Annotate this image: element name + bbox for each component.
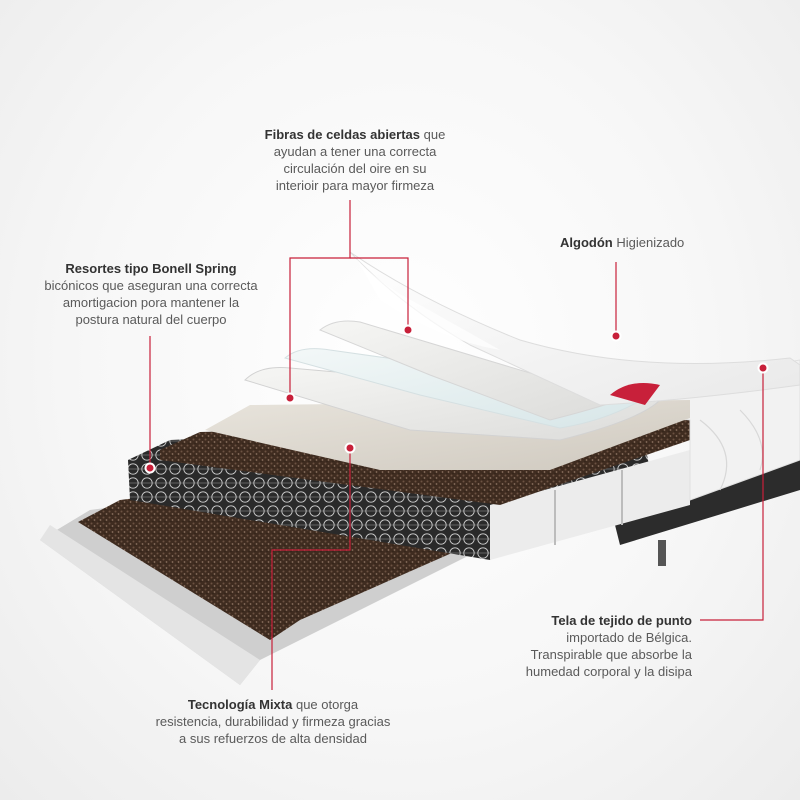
tela-line3: Transpirable que absorbe la [530, 647, 692, 662]
resortes-line2: bicónicos que aseguran una correcta [44, 278, 258, 293]
resortes-line3: amortigacion pora mantener la [62, 295, 240, 310]
fibras-line3: circulación del oire en su [283, 161, 427, 176]
algodon-title: Algodón [560, 235, 613, 250]
tecnologia-line3: a sus refuerzos de alta densidad [179, 731, 367, 746]
fibras-line1: que [423, 127, 446, 142]
tecnologia-line1: que otorga [295, 697, 359, 712]
resortes-label: Resortes tipo Bonell Spring bicónicos qu… [22, 260, 280, 328]
callout-lines [149, 200, 764, 690]
resortes-dot [144, 462, 156, 474]
top-quilted-cover [349, 251, 800, 406]
fibras-dot-2 [402, 324, 414, 336]
tela-line4: humedad corporal y la disipa [525, 664, 692, 679]
fibras-title: Fibras de celdas abiertas [264, 127, 421, 142]
tecnologia-label: Tecnología Mixta que otorga resistencia,… [140, 696, 406, 747]
tecnologia-title: Tecnología Mixta [187, 697, 293, 712]
fibras-line4: interioir para mayor firmeza [275, 178, 435, 193]
tecnologia-line2: resistencia, durabilidad y firmeza graci… [155, 714, 391, 729]
resortes-line4: postura natural del cuerpo [75, 312, 227, 327]
tela-title: Tela de tejido de punto [551, 613, 692, 628]
resortes-title: Resortes tipo Bonell Spring [65, 261, 237, 276]
algodon-rest: Higienizado [616, 235, 685, 250]
algodon-dot [610, 330, 622, 342]
tecnologia-callout-line [271, 448, 351, 690]
tela-label: Tela de tejido de punto importado de Bél… [500, 612, 692, 680]
fibras-line2: ayudan a tener una correcta [273, 144, 437, 159]
tecnologia-dot [344, 442, 356, 454]
tela-line2: importado de Bélgica. [566, 630, 692, 645]
tela-callout-line [700, 368, 764, 621]
fibras-callout-line [289, 200, 351, 398]
fibras-label: Fibras de celdas abiertas que ayudan a t… [240, 126, 470, 194]
algodon-label: Algodón Higienizado [560, 234, 740, 251]
callout-dots [144, 324, 769, 474]
fibras-callout-branch [350, 257, 409, 330]
fibras-dot-1 [284, 392, 296, 404]
tela-dot [757, 362, 769, 374]
